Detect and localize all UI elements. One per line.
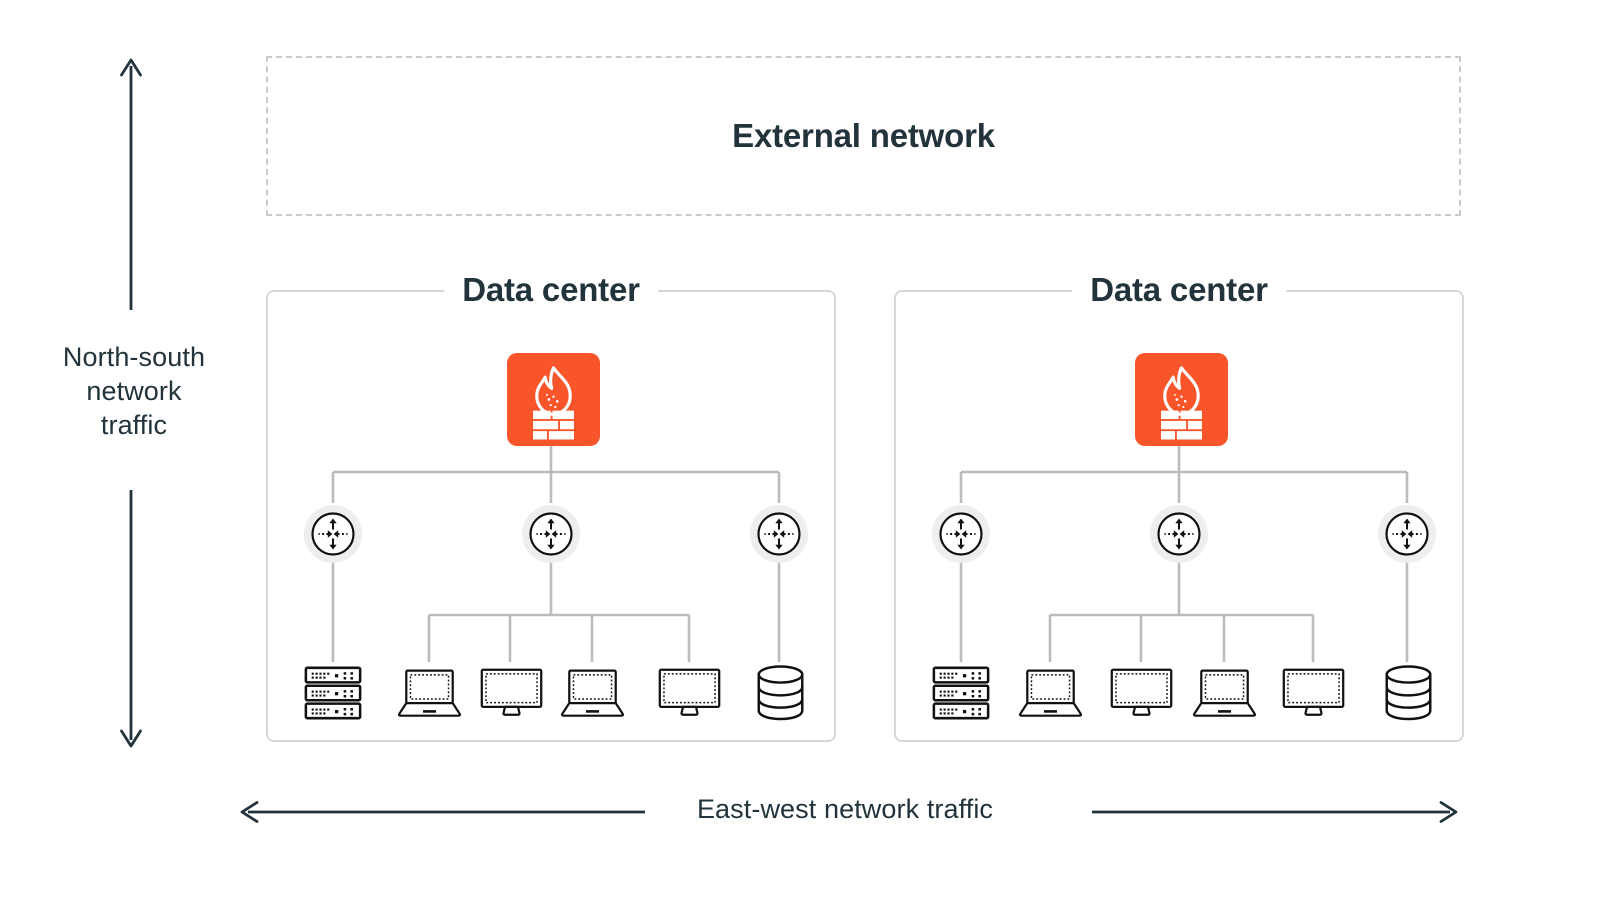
data-center-panel-1: Data center: [266, 269, 836, 742]
data-center-panel-2: Data center: [894, 269, 1464, 742]
north-south-line-2: network: [86, 376, 182, 406]
north-south-line-3: traffic: [100, 410, 168, 440]
north-south-traffic-label: North-south network traffic: [18, 340, 250, 442]
east-west-traffic-label: East-west network traffic: [696, 794, 994, 824]
data-center-label-2: Data center: [1072, 269, 1286, 311]
data-center-label-1: Data center: [444, 269, 658, 311]
external-network-box: External network: [266, 56, 1461, 216]
north-south-line-1: North-south: [62, 342, 206, 372]
external-network-label: External network: [732, 117, 995, 154]
